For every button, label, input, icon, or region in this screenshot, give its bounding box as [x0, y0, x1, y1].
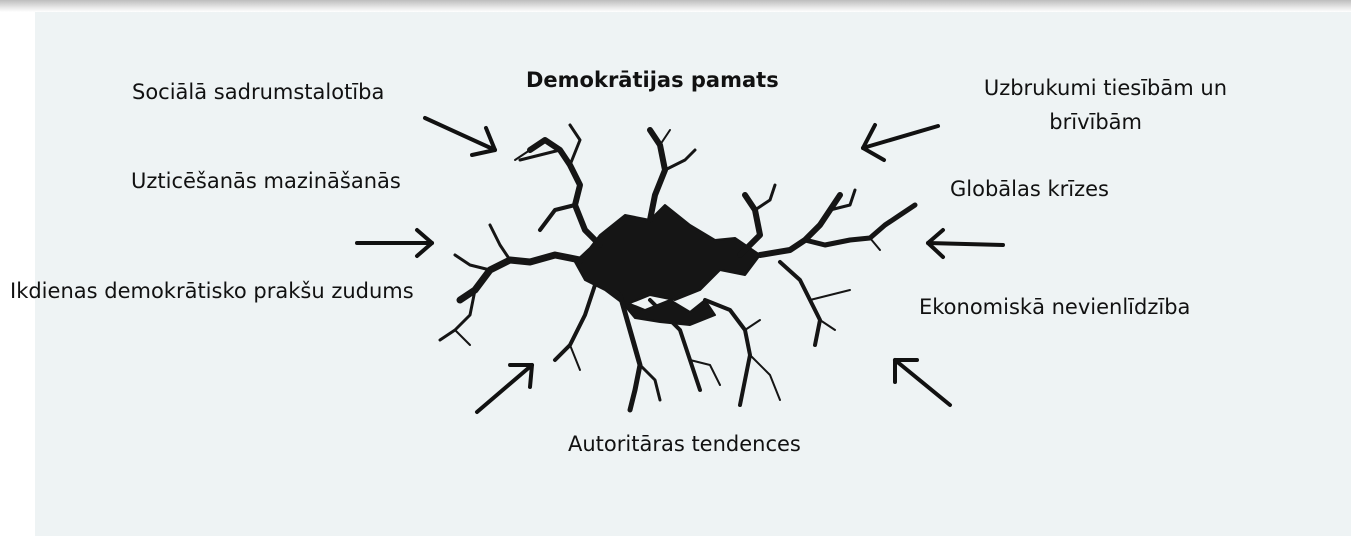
label-economic-inequality: Ekonomiskā nevienlīdzība	[919, 293, 1190, 321]
arrow-icon	[477, 365, 532, 412]
arrow-icon	[928, 230, 1003, 257]
label-rights-attacks: Uzbrukumi tiesībām un brīvībām	[917, 74, 1227, 136]
label-global-crises: Globālas krīzes	[950, 175, 1109, 203]
label-social-fragmentation: Sociālā sadrumstalotība	[132, 78, 384, 106]
label-trust-decline: Uzticēšanās mazināšanās	[131, 167, 401, 195]
arrow-icon	[357, 230, 432, 256]
arrow-icon	[895, 360, 950, 405]
center-label: Demokrātijas pamats	[526, 66, 779, 94]
label-rights-attacks-line2: brīvībām	[917, 108, 1227, 136]
label-rights-attacks-line1: Uzbrukumi tiesībām un	[917, 74, 1227, 102]
crack-illustration	[440, 125, 915, 410]
label-lost-practices: Ikdienas demokrātisko prakšu zudums	[10, 277, 414, 305]
arrow-icon	[425, 118, 495, 155]
label-authoritarian: Autoritāras tendences	[568, 430, 801, 458]
